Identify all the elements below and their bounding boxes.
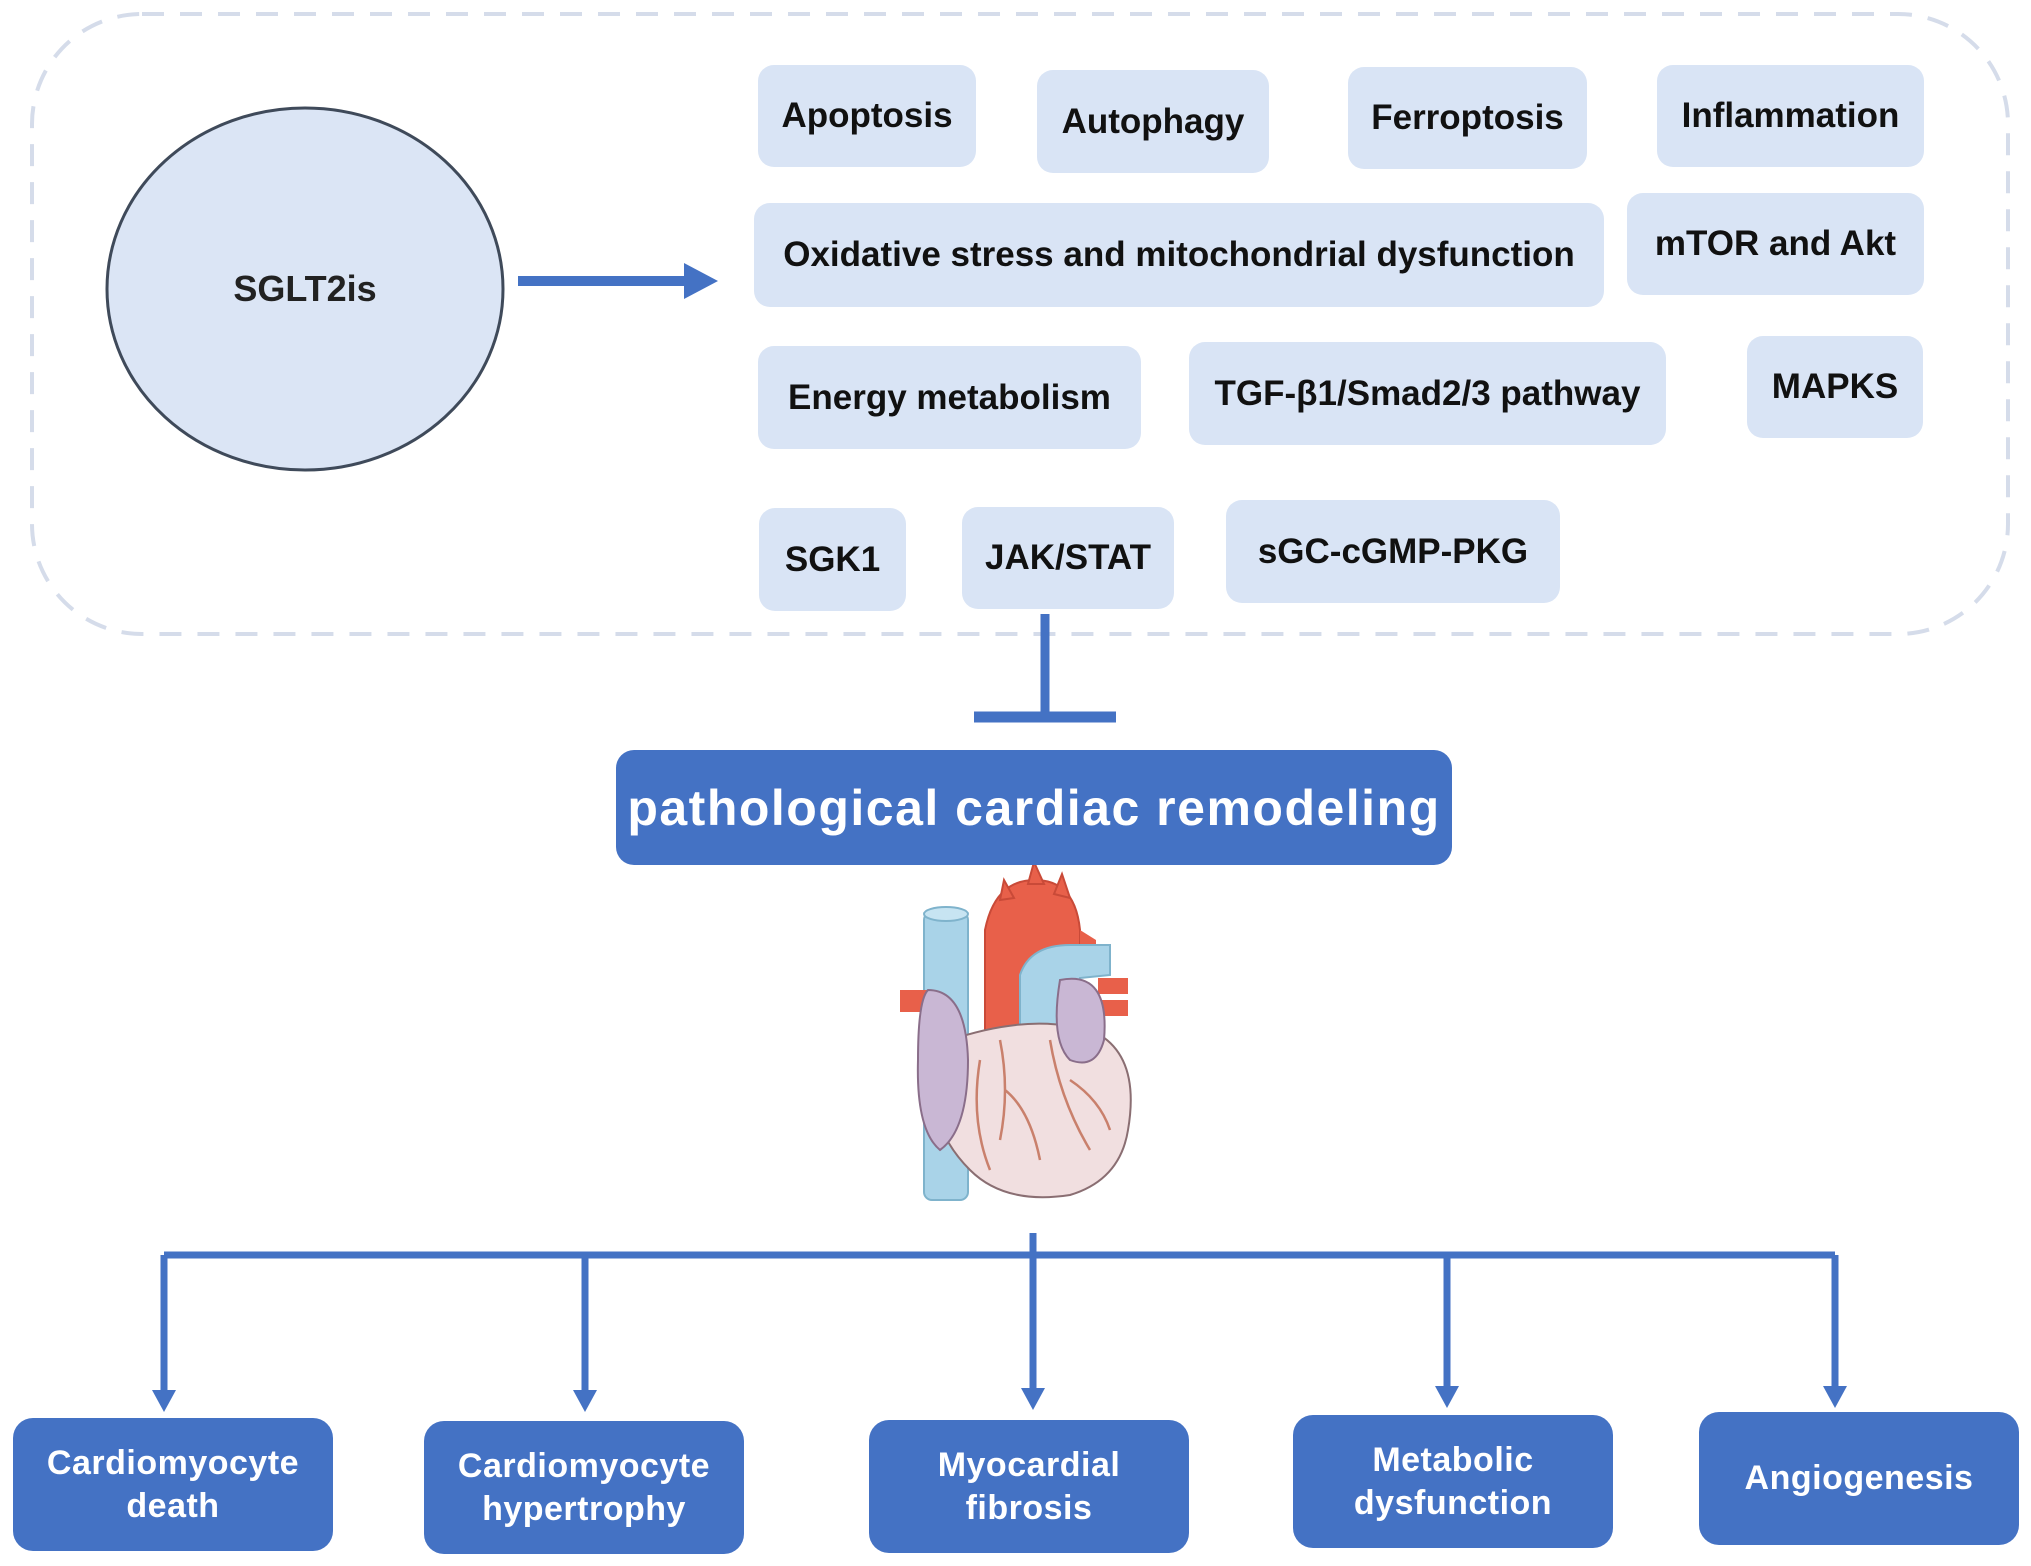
mechanism-apoptosis: Apoptosis	[758, 65, 976, 167]
mechanism-sgk1: SGK1	[759, 508, 906, 611]
branch-arrow-1	[152, 1255, 176, 1412]
branch-arrow-2	[573, 1255, 597, 1412]
outcome-line-1: Cardiomyocyte	[457, 1446, 711, 1485]
outcome-branch-connectors	[152, 1233, 1847, 1412]
outcome-myocardial-fibrosis: Myocardial fibrosis	[869, 1420, 1189, 1553]
outcome-cardiomyocyte-death: Cardiomyocyte death	[13, 1418, 333, 1551]
mechanism-oxidative-stress: Oxidative stress and mitochondrial dysfu…	[754, 203, 1604, 307]
outcome-line-1: Cardiomyocyte	[46, 1443, 300, 1482]
outcome-line-2: death	[126, 1486, 220, 1525]
mechanism-region-border	[30, 12, 2010, 636]
outcome-line-2: fibrosis	[965, 1488, 1093, 1527]
outcome-line-1: Myocardial	[937, 1445, 1121, 1484]
branch-arrow-3	[1021, 1255, 1045, 1410]
outcome-line-2: hypertrophy	[482, 1489, 686, 1528]
inhibition-bar-icon	[974, 614, 1116, 723]
mechanism-ferroptosis: Ferroptosis	[1348, 67, 1587, 169]
heart-illustration-icon	[900, 859, 1132, 1201]
sglt2is-circle	[105, 106, 505, 472]
outcome-line-2: dysfunction	[1353, 1483, 1553, 1522]
sglt2is-label: SGLT2is	[233, 268, 377, 309]
pathological-cardiac-remodeling-box: pathological cardiac remodeling	[616, 750, 1452, 865]
mechanism-sgc-cgmp-pkg: sGC-cGMP-PKG	[1226, 500, 1560, 603]
mechanism-mtor-akt: mTOR and Akt	[1627, 193, 1924, 295]
outcome-line-1: Angiogenesis	[1744, 1459, 1974, 1497]
branch-arrow-4	[1435, 1255, 1459, 1408]
mechanism-energy-metabolism: Energy metabolism	[758, 346, 1141, 449]
outcome-angiogenesis: Angiogenesis	[1699, 1412, 2019, 1545]
mechanism-inflammation: Inflammation	[1657, 65, 1924, 167]
mechanism-jak-stat: JAK/STAT	[962, 507, 1174, 609]
branch-arrow-5	[1823, 1255, 1847, 1408]
mechanism-mapks: MAPKS	[1747, 336, 1923, 438]
mechanism-tgf-smad: TGF-β1/Smad2/3 pathway	[1189, 342, 1666, 445]
outcome-metabolic-dysfunction: Metabolic dysfunction	[1293, 1415, 1613, 1548]
activation-arrow-icon	[518, 263, 718, 299]
mechanism-autophagy: Autophagy	[1037, 70, 1269, 173]
outcome-line-1: Metabolic	[1372, 1440, 1534, 1479]
outcome-cardiomyocyte-hypertrophy: Cardiomyocyte hypertrophy	[424, 1421, 744, 1554]
